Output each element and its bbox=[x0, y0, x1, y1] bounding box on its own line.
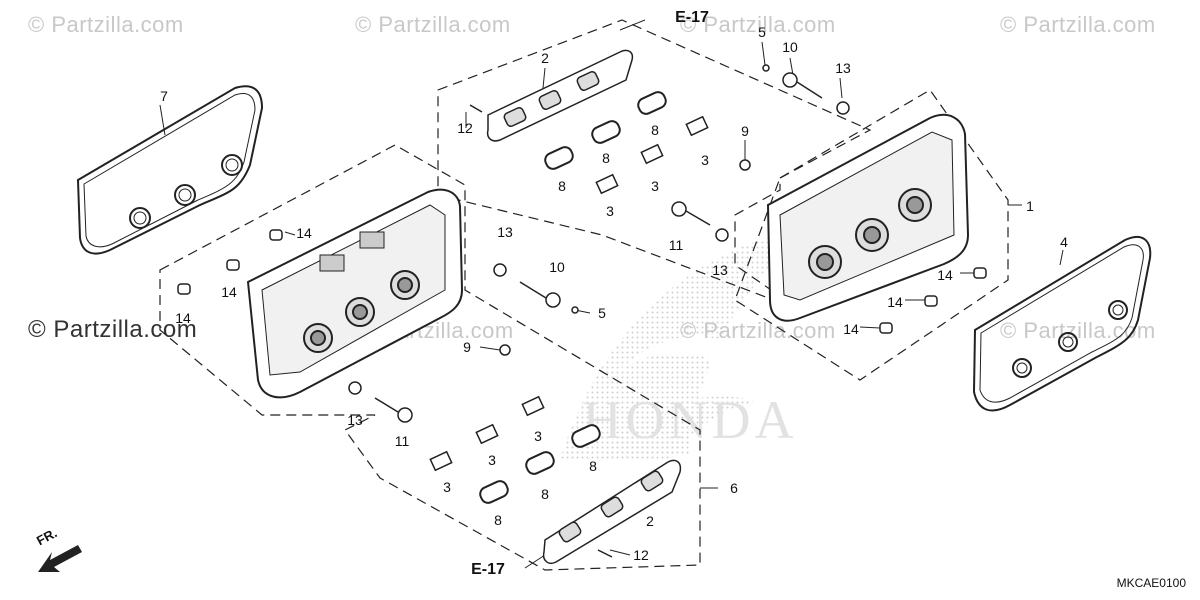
callout-14-b: 14 bbox=[221, 284, 237, 300]
callout-9-lower: 9 bbox=[463, 339, 471, 355]
callout-3-d: 3 bbox=[443, 479, 451, 495]
callout-5-mid: 5 bbox=[598, 305, 606, 321]
callout-4: 4 bbox=[1060, 234, 1068, 250]
group-outlines bbox=[159, 19, 1009, 571]
watermark-side: © Partzilla.com bbox=[28, 316, 198, 343]
callout-3-b: 3 bbox=[651, 178, 659, 194]
callout-11-lower: 11 bbox=[394, 433, 410, 449]
callout-7: 7 bbox=[160, 88, 168, 104]
head-cover-left bbox=[246, 188, 464, 399]
callout-3-f: 3 bbox=[534, 428, 542, 444]
callout-13-right: 13 bbox=[712, 262, 728, 278]
hardware bbox=[348, 64, 850, 558]
callout-8-a: 8 bbox=[651, 122, 659, 138]
watermark-top-4: © Partzilla.com bbox=[1000, 12, 1156, 37]
callout-10-upper: 10 bbox=[782, 39, 798, 55]
rail-lower bbox=[542, 459, 682, 564]
callout-9-upper: 9 bbox=[741, 123, 749, 139]
plugs-14 bbox=[177, 229, 987, 334]
callout-12-upper: 12 bbox=[457, 120, 473, 136]
gasket-right bbox=[972, 235, 1152, 412]
callout-2-upper: 2 bbox=[541, 50, 549, 66]
callout-14-c: 14 bbox=[175, 310, 191, 326]
callout-1: 1 bbox=[1026, 198, 1034, 214]
ref-e17-upper: E-17 bbox=[675, 9, 709, 26]
callout-13-mid: 13 bbox=[497, 224, 513, 240]
honda-wordmark: HONDA bbox=[583, 390, 798, 450]
rail-upper bbox=[486, 49, 634, 142]
callout-13-lower: 13 bbox=[347, 412, 363, 428]
gasket-left bbox=[76, 85, 264, 255]
watermark-top-1: © Partzilla.com bbox=[28, 12, 184, 37]
callout-8-f: 8 bbox=[589, 458, 597, 474]
callout-10-mid: 10 bbox=[549, 259, 565, 275]
front-direction-arrow bbox=[38, 545, 82, 572]
callout-12-lower: 12 bbox=[633, 547, 649, 563]
leader-lines bbox=[159, 19, 1064, 569]
ref-e17-lower: E-17 bbox=[471, 561, 505, 578]
head-cover-right bbox=[766, 113, 970, 322]
watermark-faint-3: © Partzilla.com bbox=[1000, 318, 1156, 343]
callout-3-c: 3 bbox=[606, 203, 614, 219]
callout-14-f: 14 bbox=[843, 321, 859, 337]
callout-14-e: 14 bbox=[887, 294, 903, 310]
callout-3-e: 3 bbox=[488, 452, 496, 468]
callout-11-upper: 11 bbox=[668, 237, 684, 253]
callout-2-lower: 2 bbox=[646, 513, 654, 529]
callout-5-top: 5 bbox=[758, 24, 766, 40]
pieces-3 bbox=[429, 115, 709, 472]
watermark-top-2: © Partzilla.com bbox=[355, 12, 511, 37]
callout-13-top: 13 bbox=[835, 60, 851, 76]
diagram-code: MKCAE0100 bbox=[1116, 576, 1186, 590]
callout-6: 6 bbox=[730, 480, 738, 496]
seals-8 bbox=[479, 91, 667, 504]
callout-8-e: 8 bbox=[541, 486, 549, 502]
callout-14-d: 14 bbox=[937, 267, 953, 283]
watermark-top-3: © Partzilla.com bbox=[680, 12, 836, 37]
callout-14-a: 14 bbox=[296, 225, 312, 241]
callout-3-a: 3 bbox=[701, 152, 709, 168]
callout-8-c: 8 bbox=[558, 178, 566, 194]
callout-8-b: 8 bbox=[602, 150, 610, 166]
callout-8-d: 8 bbox=[494, 512, 502, 528]
